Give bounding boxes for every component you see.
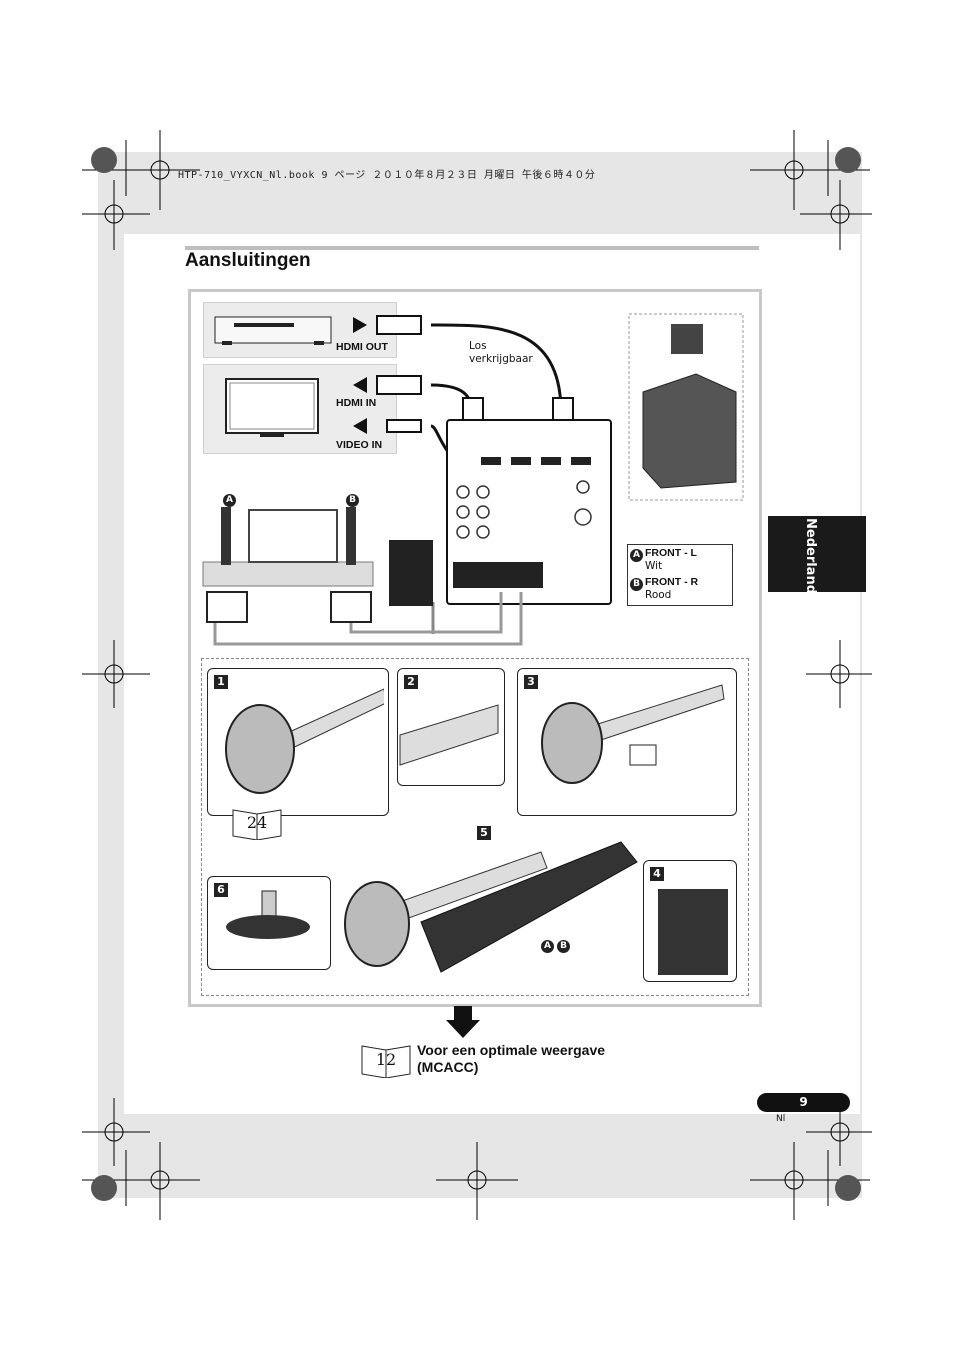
- assembly-area: [201, 658, 749, 996]
- section-rule: [185, 246, 759, 250]
- step-4-panel: 4: [643, 860, 737, 982]
- connection-diagram: HDMI OUT HDMI IN VIDEO IN: [188, 289, 762, 1007]
- page-reference-number: 24: [246, 813, 268, 832]
- step-3-panel: 3: [517, 668, 737, 816]
- cabling-illustration: [202, 313, 744, 646]
- page-reference-24: 24: [231, 806, 283, 841]
- cable-note: Los verkrijgbaar: [469, 340, 533, 365]
- bracket-illustration: [399, 704, 499, 766]
- bluray-player-icon: [214, 316, 332, 345]
- legend-front-l: FRONT - L: [645, 547, 697, 559]
- stand-pole-illustration: [225, 688, 384, 794]
- language-tab: Nederlands: [768, 516, 866, 602]
- step-6-panel: 6: [207, 876, 331, 970]
- file-header-line: HTP-710_VYXCN_Nl.book 9 ページ ２０１０年８月２３日 月…: [178, 170, 596, 181]
- step-number: 1: [214, 675, 228, 689]
- base-illustration: [226, 890, 310, 939]
- stand-base-illustration: [344, 841, 638, 973]
- marker-b: B: [346, 494, 359, 507]
- step-5-number: 5: [477, 826, 491, 840]
- down-arrow-icon: [446, 1006, 480, 1038]
- page-reference-12: 12: [360, 1042, 412, 1079]
- step-number: 6: [214, 883, 228, 897]
- hdmi-in-label: HDMI IN: [336, 397, 377, 409]
- step-number: 4: [650, 867, 664, 881]
- page-number: 9: [757, 1093, 850, 1112]
- step-number: 2: [404, 675, 418, 689]
- video-in-label: VIDEO IN: [336, 439, 383, 451]
- book-icon: [361, 1045, 411, 1079]
- page-reference-number: 12: [375, 1050, 397, 1069]
- step-number: 3: [524, 675, 538, 689]
- tv-panel: HDMI IN VIDEO IN: [203, 364, 397, 454]
- speaker-legend: A FRONT - L Wit B FRONT - R Rood: [627, 544, 733, 606]
- cable-routing-illustration: [658, 889, 728, 975]
- legend-marker-a: A: [630, 549, 643, 562]
- marker-a: A: [223, 494, 236, 507]
- language-tab-label: Nederlands: [803, 518, 818, 602]
- step-1-panel: 1: [207, 668, 389, 816]
- mcacc-reference-text: Voor een optimale weergave (MCACC): [417, 1042, 606, 1075]
- wiring-illustration: [541, 684, 725, 784]
- legend-marker-b: B: [630, 578, 643, 591]
- page-title: Aansluitingen: [185, 250, 311, 271]
- legend-color-white: Wit: [645, 560, 663, 572]
- legend-front-r: FRONT - R: [645, 576, 699, 588]
- player-panel: HDMI OUT: [203, 302, 397, 358]
- book-icon: [232, 809, 282, 841]
- page-language-code: Nl: [776, 1114, 786, 1124]
- marker-b-base: B: [557, 940, 570, 953]
- marker-a-base: A: [541, 940, 554, 953]
- hdmi-out-label: HDMI OUT: [336, 341, 388, 353]
- tv-icon: [225, 378, 319, 437]
- step-2-panel: 2: [397, 668, 505, 786]
- legend-color-red: Rood: [645, 589, 672, 601]
